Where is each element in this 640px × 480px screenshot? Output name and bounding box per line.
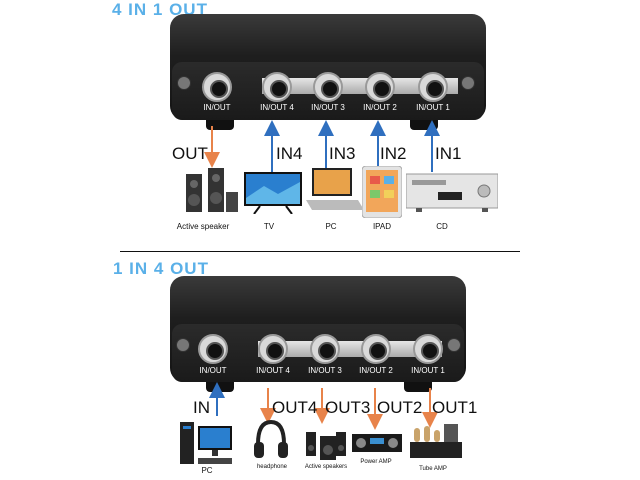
device-label: PC: [201, 466, 213, 475]
jack-in-out-1-top[interactable]: [418, 72, 448, 102]
jack-in-out-4-bottom[interactable]: [258, 334, 288, 364]
screw-icon: [176, 338, 190, 352]
port-strip-bottom: [258, 341, 442, 357]
io-label-out1: OUT1: [432, 398, 478, 417]
port-label: IN/OUT: [199, 366, 227, 375]
io-label-in4: IN4: [276, 144, 303, 163]
io-label-in3: IN3: [329, 144, 356, 163]
port-label: IN/OUT 4: [260, 103, 294, 112]
jack-in-out-1-bottom[interactable]: [413, 334, 443, 364]
device-label: TV: [263, 222, 275, 231]
headphone-icon: [254, 420, 288, 458]
jack-in-out-main-bottom[interactable]: [198, 334, 228, 364]
jack-in-out-2-bottom[interactable]: [361, 334, 391, 364]
device-label: Power AMP: [360, 459, 392, 465]
foot: [404, 382, 432, 392]
tv-icon: [244, 172, 302, 214]
port-label: IN/OUT 3: [311, 103, 345, 112]
cd-player-icon: [406, 173, 498, 212]
laptop-icon: [306, 168, 364, 210]
io-label-in: IN: [193, 398, 210, 417]
port-strip-top: [262, 78, 458, 94]
signal-arrows-top: [204, 120, 440, 178]
ipad-icon: [362, 166, 402, 218]
port-label: IN/OUT 1: [416, 103, 450, 112]
port-label: IN/OUT 2: [359, 366, 393, 375]
screw-icon: [177, 76, 191, 90]
port-label: IN/OUT: [203, 103, 231, 112]
jack-in-out-3-bottom[interactable]: [310, 334, 340, 364]
device-label: Tube AMP: [419, 466, 447, 472]
io-label-out2: OUT2: [377, 398, 423, 417]
bottom-section-title: 1 IN 4 OUT: [113, 259, 209, 278]
jack-in-out-4-top[interactable]: [262, 72, 292, 102]
power-amp-icon: [352, 434, 402, 452]
active-speakers-icon: [306, 432, 346, 460]
jack-in-out-3-top[interactable]: [313, 72, 343, 102]
io-label-in1: IN1: [435, 144, 462, 163]
device-label: Active speaker: [176, 222, 230, 231]
active-speaker-icon: [186, 168, 238, 212]
foot: [206, 120, 234, 130]
port-label: IN/OUT 4: [256, 366, 290, 375]
tube-amp-icon: [410, 424, 462, 458]
screw-icon: [447, 338, 461, 352]
jack-in-out-2-top[interactable]: [365, 72, 395, 102]
device-label: Active speakers: [304, 464, 348, 470]
io-label-in2: IN2: [380, 144, 407, 163]
jack-in-out-main-top[interactable]: [202, 72, 232, 102]
screw-icon: [461, 76, 475, 90]
port-label: IN/OUT 3: [308, 366, 342, 375]
device-label: PC: [325, 222, 337, 231]
io-label-out3: OUT3: [325, 398, 371, 417]
signal-arrows-bottom: [209, 382, 438, 430]
io-label-out: OUT: [172, 144, 208, 163]
port-label: IN/OUT 2: [363, 103, 397, 112]
device-label: headphone: [256, 464, 288, 470]
port-label: IN/OUT 1: [411, 366, 445, 375]
section-divider: [120, 251, 520, 252]
io-label-out4: OUT4: [272, 398, 318, 417]
pc-icon: [180, 422, 232, 464]
device-label: CD: [436, 222, 448, 231]
device-label: IPAD: [372, 222, 392, 231]
